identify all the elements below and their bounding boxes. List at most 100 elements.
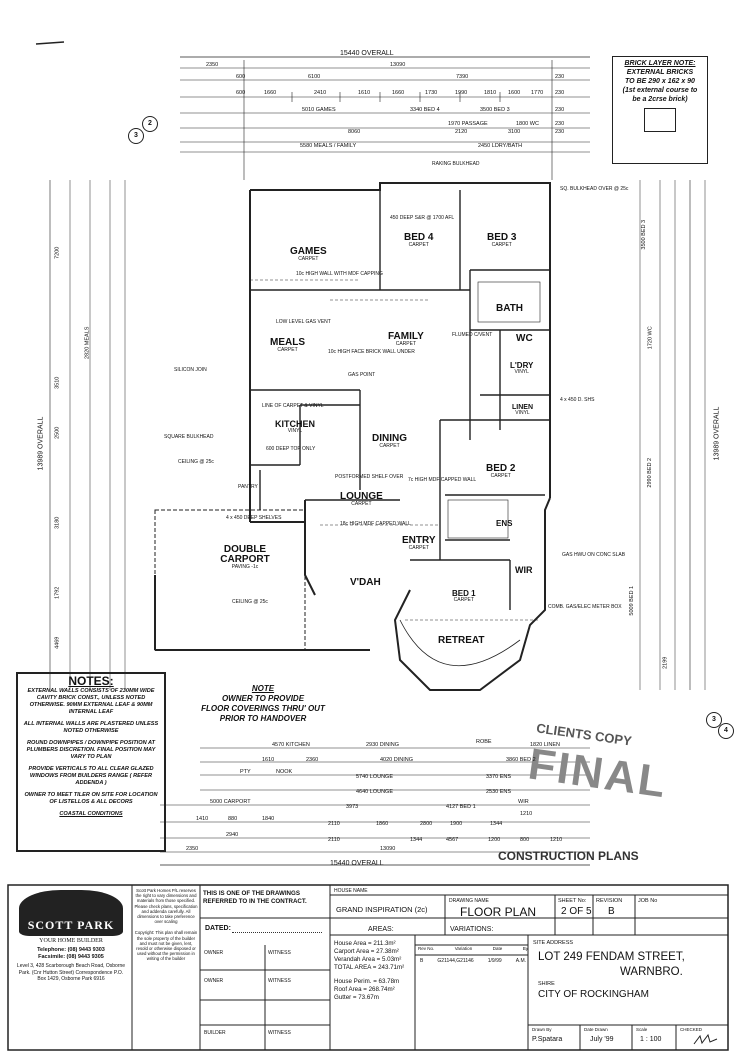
- dim-text: 3500 BED 3: [480, 107, 510, 113]
- floor-covering-note: NOTE OWNER TO PROVIDE FLOOR COVERINGS TH…: [188, 684, 338, 724]
- company-phone: Telephone: (08) 9443 9303: [37, 947, 105, 953]
- dim-text: 1610: [262, 757, 275, 763]
- dim-text: 880: [228, 816, 238, 822]
- shire-label: SHIRE: [538, 981, 555, 987]
- brick-course-icon: [644, 108, 676, 132]
- dim-text: 600: [236, 74, 246, 80]
- dim-text: 2820 MEALS: [84, 326, 91, 359]
- checked-signature: [693, 1033, 718, 1045]
- builder-disclaimer: Scott Park Homes P/L reserves the right …: [134, 888, 198, 962]
- plan-note: GAS POINT: [348, 372, 376, 378]
- sheet-label: SHEET No:: [558, 898, 587, 904]
- floor-note-line: OWNER TO PROVIDE: [221, 694, 305, 703]
- plan-note: CEILING @ 25c: [178, 459, 214, 465]
- dim-text: 1770: [531, 90, 544, 96]
- dim-text: 2450 LDRY/BATH: [478, 143, 523, 149]
- dim-text: 7200: [54, 246, 61, 259]
- room-vdah: V'DAH: [350, 577, 381, 588]
- dim-text: 2120: [455, 129, 468, 135]
- dim-text: 2360: [306, 757, 319, 763]
- dim-text: 1800 WC: [516, 121, 539, 127]
- dim-text: 1792: [54, 586, 61, 599]
- dim-text: 1860: [376, 821, 389, 827]
- brick-note-line: (1st external course to: [622, 87, 698, 94]
- dim-text: 4567: [446, 837, 459, 843]
- notes-line: ALL INTERNAL WALLS ARE PLASTERED UNLESS …: [23, 721, 159, 734]
- logo-tagline: YOUR HOME BUILDER: [39, 938, 103, 944]
- date-drawn-label: Date Drawn: [584, 1027, 608, 1032]
- dim-text: NOOK: [276, 769, 293, 775]
- dim-text: 13090: [390, 62, 406, 68]
- drawn-by-label: Drawn By: [532, 1027, 552, 1032]
- plan-note: PANTRY: [238, 484, 258, 490]
- logo-company-name: SCOTT PARK: [27, 918, 115, 932]
- dim-text: 1660: [264, 90, 277, 96]
- site-address-line1: LOT 249 FENDAM STREET,: [538, 951, 685, 963]
- dim-text: 230: [555, 107, 565, 113]
- section-marker: 4: [718, 723, 734, 739]
- dim-text: 4127 BED 1: [446, 804, 476, 810]
- dim-text: 600: [236, 90, 246, 96]
- dated-field[interactable]: [232, 932, 322, 933]
- plan-note: 10c HIGH FACE BRICK WALL UNDER: [328, 349, 415, 355]
- plan-note: GAS HWU ON CONC SLAB: [562, 552, 626, 558]
- company-address: Level 3, 428 Scarborough Beach Road, Osb…: [16, 963, 126, 982]
- plan-note: COMB. GAS/ELEC METER BOX: [548, 604, 622, 610]
- dim-text: 1344: [410, 837, 423, 843]
- room-wc: WC: [516, 333, 533, 344]
- site-address-line2: WARNBRO.: [620, 966, 683, 978]
- contract-note: THIS IS ONE OF THE DRAWINGS REFERRED TO …: [203, 890, 307, 905]
- plan-note: 4 x 450 D. SHS: [560, 397, 595, 403]
- brick-note-line: be a 2crse brick): [632, 96, 688, 103]
- house-name: GRAND INSPIRATION (2c): [336, 905, 428, 914]
- dim-text: 4570 KITCHEN: [272, 742, 310, 748]
- dim-text: 2530 ENS: [486, 789, 512, 795]
- plan-note: CEILING @ 25c: [232, 599, 268, 605]
- dim-text: 230: [555, 121, 565, 127]
- dim-text: 3860 BED 2: [506, 757, 536, 763]
- notes-line: ROUND DOWNPIPES / DOWNPIPE POSITION AT P…: [26, 740, 156, 760]
- notes-title: NOTES:: [68, 674, 114, 688]
- plan-note: SQUARE BULKHEAD: [164, 434, 214, 440]
- notes-line: COASTAL CONDITIONS: [59, 811, 123, 817]
- dim-text: 5000 CARPORT: [210, 799, 251, 805]
- dim-text: 5580 MEALS / FAMILY: [300, 143, 357, 149]
- floor-note-line: FLOOR COVERINGS THRU' OUT: [201, 704, 325, 713]
- dim-text: 3100: [508, 129, 521, 135]
- sheet-number: 2 OF 5: [561, 906, 592, 917]
- brick-note-line: EXTERNAL BRICKS: [626, 69, 694, 76]
- dim-text: 3180: [54, 516, 61, 529]
- witness-label: WITNESS: [268, 978, 291, 984]
- section-marker: 3: [128, 128, 144, 144]
- plan-note: SILICON JOIN: [174, 367, 207, 373]
- dim-text: 2110: [328, 821, 340, 827]
- areas-list: House Area = 211.3m² Carport Area = 27.3…: [334, 940, 405, 1001]
- dim-text: 2940: [226, 832, 239, 838]
- dim-text: 7390: [456, 74, 469, 80]
- dim-text: 5740 LOUNGE: [356, 774, 393, 780]
- shire-name: CITY OF ROCKINGHAM: [538, 989, 649, 1000]
- dim-text: 3973: [346, 804, 359, 810]
- overall-dim-top: 15440 OVERALL: [340, 50, 394, 57]
- dim-text: 1610: [358, 90, 371, 96]
- dim-text: PTY: [240, 769, 251, 775]
- dim-text: 1210: [520, 811, 533, 817]
- plan-note: LINE OF CARPET & VINYL: [262, 403, 324, 409]
- builder-label: BUILDER: [204, 1030, 226, 1036]
- drawing-name-label: DRAWING NAME: [449, 898, 489, 904]
- dim-text: 3370 ENS: [486, 774, 512, 780]
- dim-text: 2350: [206, 62, 219, 68]
- dim-text: 2930 DINING: [366, 742, 400, 748]
- overall-dim-bottom: 15440 OVERALL: [330, 860, 384, 867]
